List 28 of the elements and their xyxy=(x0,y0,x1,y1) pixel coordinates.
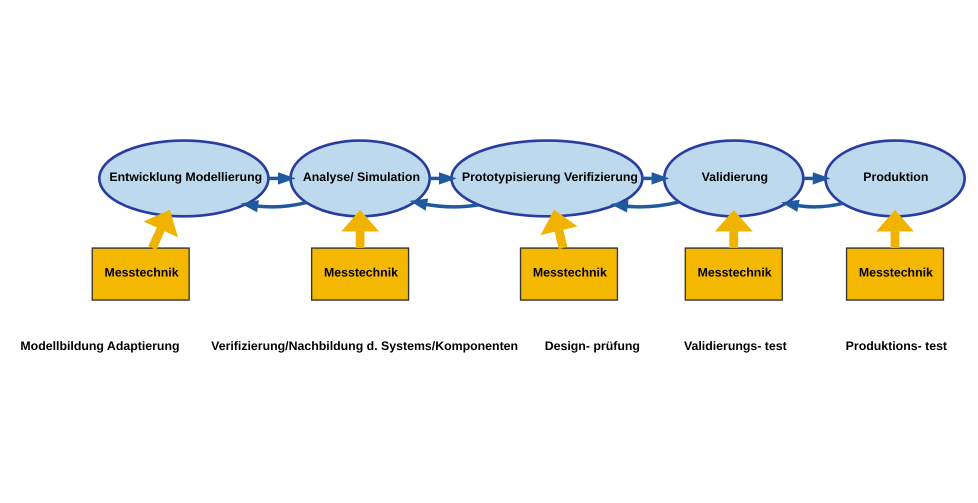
arrow xyxy=(430,172,457,184)
arrow xyxy=(781,199,843,212)
node-box: Messtechnik xyxy=(92,246,190,300)
node-label: Modellbildung Adaptierung xyxy=(20,338,180,352)
node-ellipse: Validierung xyxy=(662,138,805,218)
node-ellipse: Analyse/ Simulation xyxy=(289,138,432,218)
node-label: Validierungs- test xyxy=(684,338,787,352)
arrow xyxy=(876,209,914,248)
arrow xyxy=(714,209,753,248)
arrow xyxy=(341,209,380,248)
node-ellipse: Produktion xyxy=(824,138,966,218)
arrow xyxy=(410,198,479,210)
node-label: Produktions- test xyxy=(846,338,948,352)
arrow xyxy=(610,200,680,212)
node-box: Messtechnik xyxy=(311,246,410,300)
node-label: Verifizierung/Nachbildung d. Systems/Komponenten xyxy=(211,338,518,352)
node-box: Messtechnik xyxy=(684,246,783,300)
node-ellipse: Entwicklung Modellierung xyxy=(98,138,270,218)
node-label: Design- prüfung xyxy=(544,338,640,352)
arrow xyxy=(268,172,296,184)
arrow xyxy=(642,172,670,184)
node-box: Messtechnik xyxy=(846,246,944,300)
arrow xyxy=(540,209,578,248)
arrow xyxy=(240,200,307,212)
node-ellipse: Prototypisierung Verifizierung xyxy=(450,138,644,218)
node-box: Messtechnik xyxy=(520,246,618,300)
arrow xyxy=(804,172,830,184)
arrow xyxy=(144,209,178,250)
